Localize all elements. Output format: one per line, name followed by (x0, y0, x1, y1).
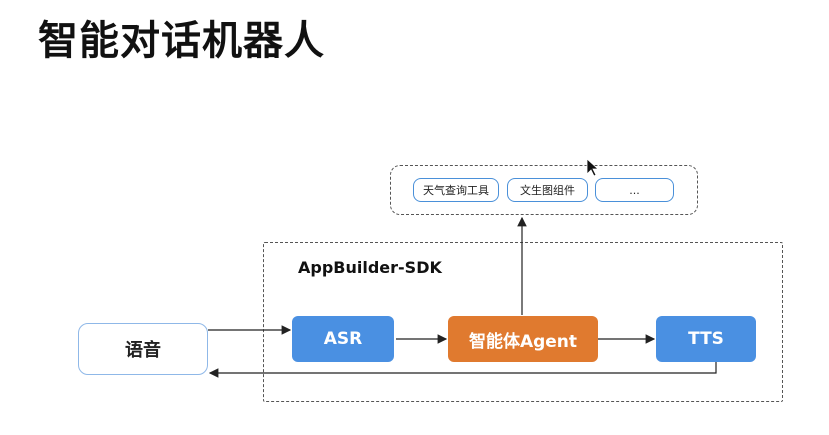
sdk-container (263, 242, 783, 402)
arrow-tts-to-voice (208, 362, 717, 378)
tts-node: TTS (656, 316, 756, 362)
voice-node: 语音 (78, 323, 208, 375)
mouse-pointer-icon (586, 158, 600, 177)
page-title: 智能对话机器人 (38, 18, 325, 64)
tool-chip-weather[interactable]: 天气查询工具 (413, 178, 499, 202)
sdk-label: AppBuilder-SDK (298, 258, 442, 277)
tool-chip-more[interactable]: ... (595, 178, 674, 202)
tool-chip-text-to-image[interactable]: 文生图组件 (507, 178, 588, 202)
tools-container (390, 165, 698, 215)
agent-node: 智能体Agent (448, 316, 598, 362)
asr-node: ASR (292, 316, 394, 362)
